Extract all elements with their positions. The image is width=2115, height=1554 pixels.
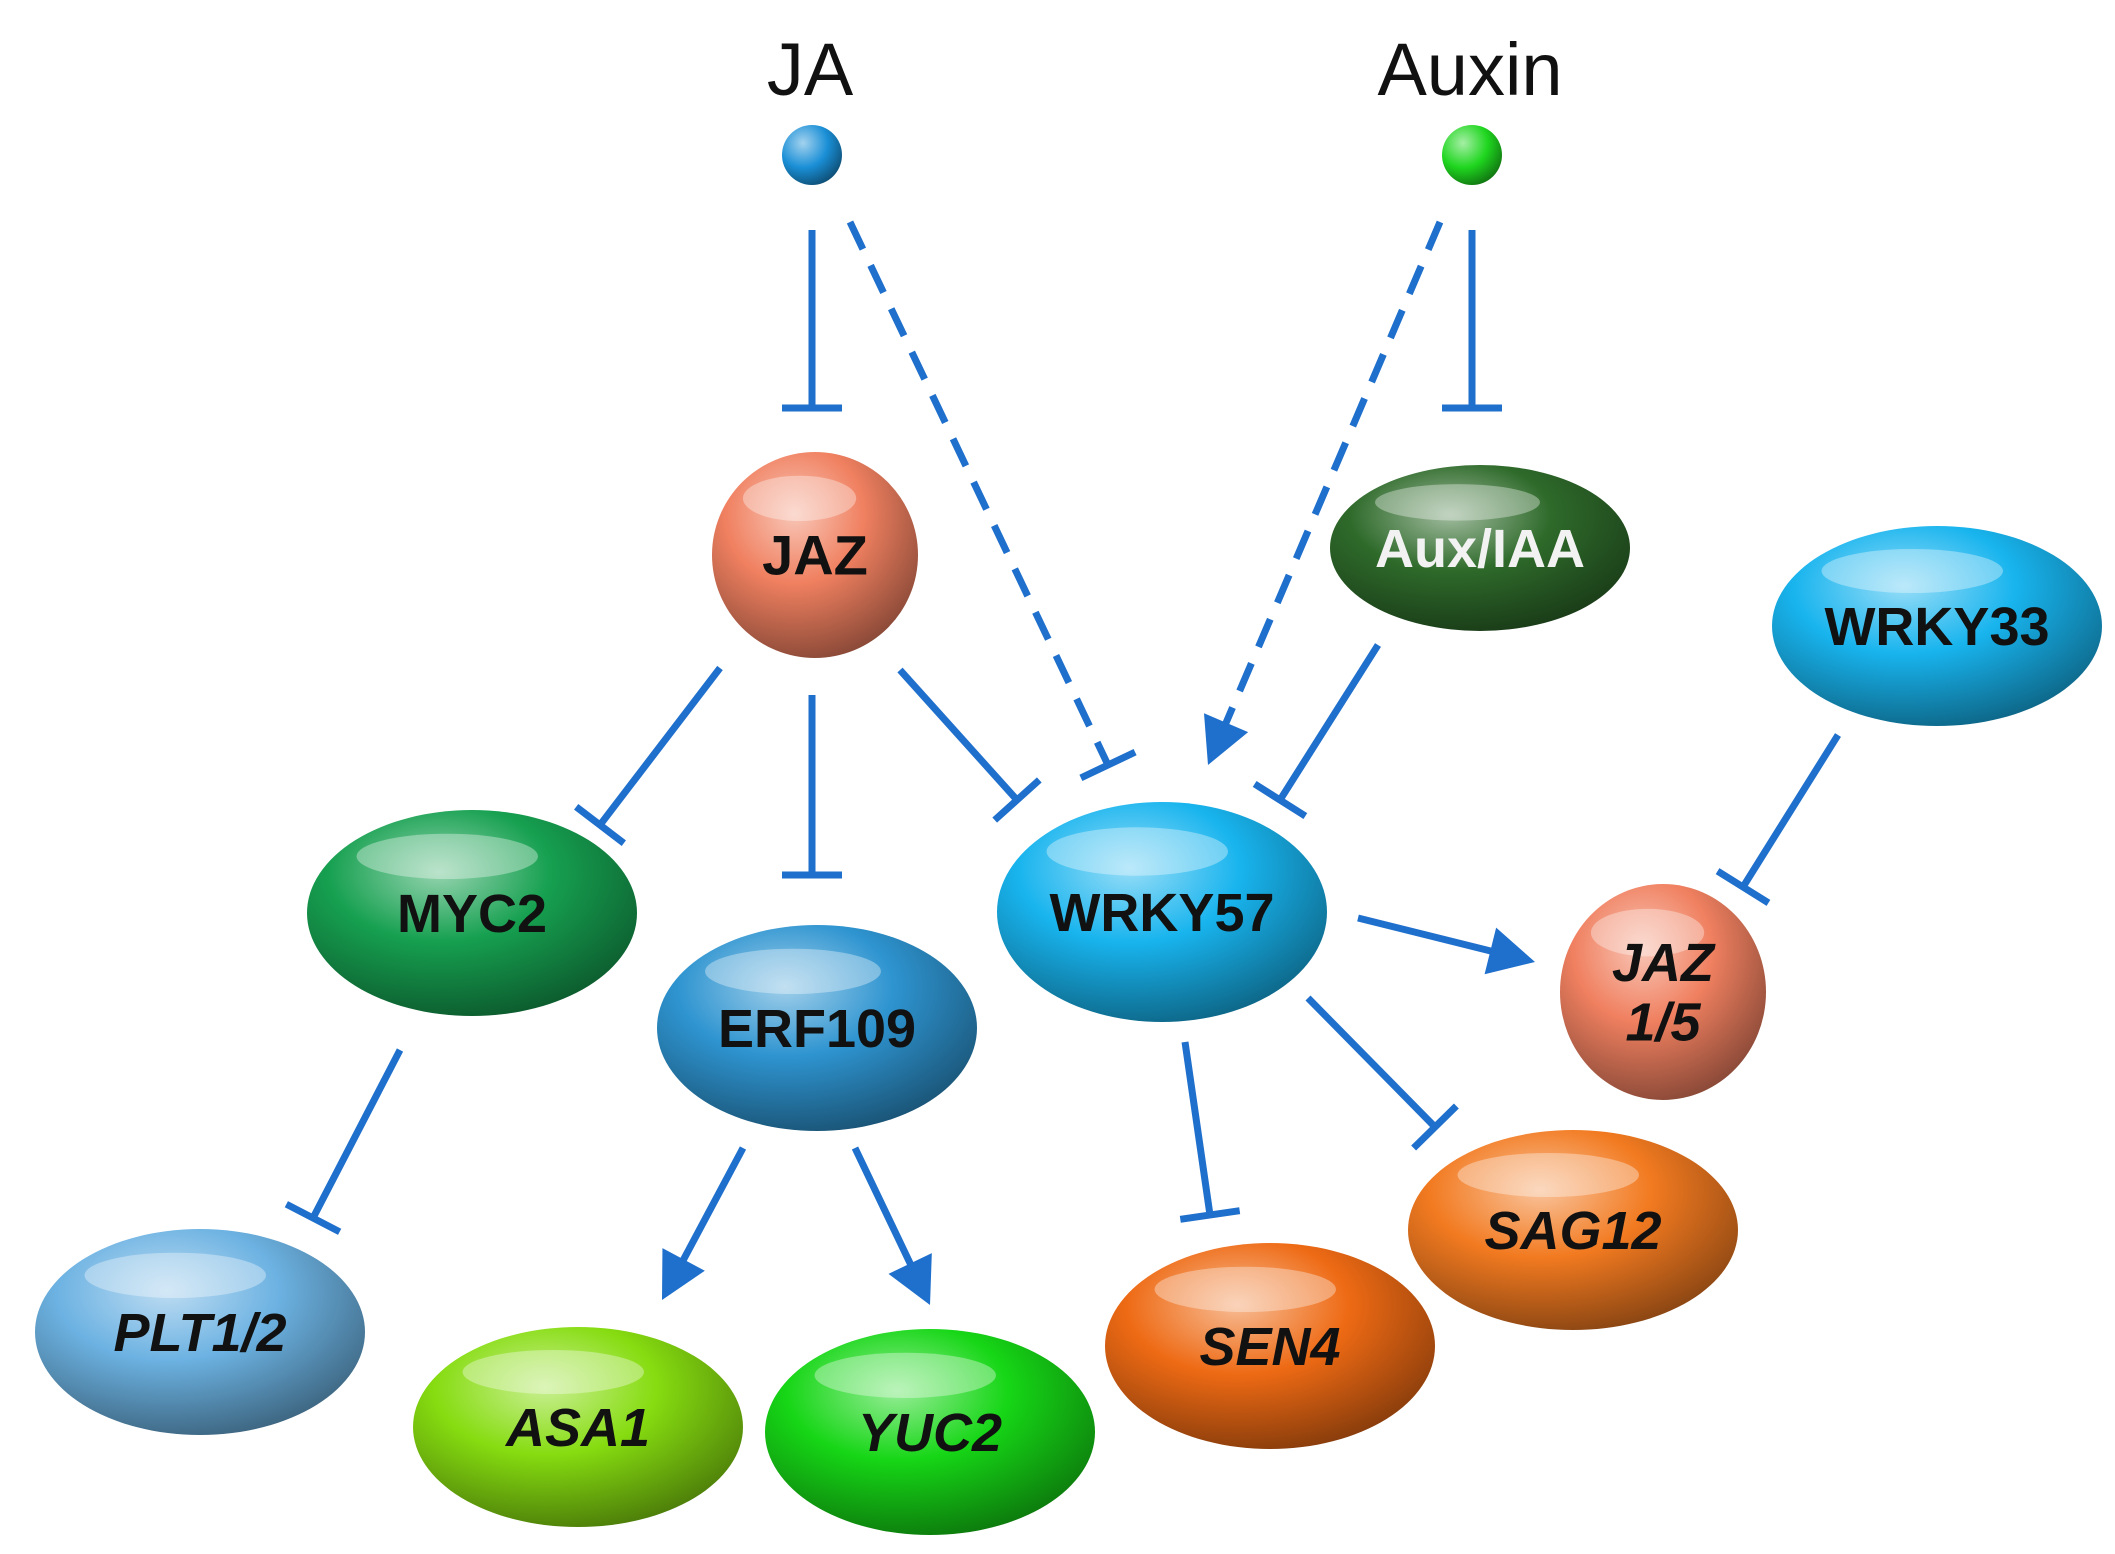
edge-erf109-to-yuc2: [851, 1146, 932, 1305]
node-erf109: ERF109: [657, 925, 977, 1131]
node-jaz: JAZ: [712, 452, 918, 658]
edge-ja-to-wrky57: [846, 220, 1137, 782]
edge-line: [1181, 1041, 1214, 1216]
inhibit-bar: [1411, 1103, 1459, 1151]
node-label: YUC2: [858, 1403, 1002, 1463]
inhibit-bar: [574, 804, 626, 846]
edge-line: [1305, 995, 1438, 1130]
node-myc2: MYC2: [307, 810, 637, 1016]
edge-auxiaa-to-wrky57: [1252, 643, 1381, 819]
node-label: WRKY57: [1049, 883, 1274, 943]
node-wrky33: WRKY33: [1772, 526, 2102, 726]
node-shape: [1772, 526, 2102, 726]
edge-jaz-to-erf109: [782, 695, 842, 879]
node-label: WRKY33: [1824, 597, 2049, 657]
edge-line: [1357, 914, 1498, 956]
edge-line: [677, 1146, 747, 1267]
inhibit-bar: [1179, 1207, 1241, 1223]
node-highlight: [1457, 1153, 1639, 1197]
edge-line: [597, 665, 723, 828]
inhibit-bar: [1715, 868, 1771, 906]
edge-line: [1740, 733, 1841, 889]
node-shape: [657, 925, 977, 1131]
node-highlight: [742, 475, 857, 522]
node-shape: [712, 452, 918, 658]
arrow-head: [1204, 713, 1249, 765]
node-shape: [1408, 1130, 1738, 1330]
edge-wrky57-to-jaz15: [1357, 914, 1535, 975]
node-sen4: SEN4: [1105, 1243, 1435, 1449]
signal-label: JA: [767, 28, 854, 111]
node-shape: [1560, 884, 1766, 1100]
node-highlight: [1154, 1266, 1336, 1313]
node-shape: [765, 1329, 1095, 1535]
inhibit-bar: [992, 777, 1042, 823]
node-highlight: [356, 833, 538, 880]
inhibit-bar: [1252, 781, 1308, 819]
edge-ja-to-jaz: [782, 230, 842, 412]
edge-jaz-to-wrky57: [897, 667, 1042, 823]
node-shape: [35, 1229, 365, 1435]
node-highlight: [814, 1352, 996, 1399]
signal-label: Auxin: [1377, 28, 1562, 111]
node-label: JAZ: [762, 524, 868, 587]
node-auxiaa: Aux/IAA: [1330, 465, 1630, 631]
edge-auxin-to-wrky57: [1204, 220, 1444, 765]
node-sag12: SAG12: [1408, 1130, 1738, 1330]
edge-wrky57-to-sen4: [1179, 1041, 1241, 1223]
signal-dot: [1442, 125, 1502, 185]
edges-layer: [284, 220, 1841, 1305]
inhibit-bar: [1079, 748, 1137, 782]
node-highlight: [1375, 484, 1540, 521]
node-shape: [307, 810, 637, 1016]
node-shape: [413, 1327, 743, 1527]
edge-auxin-to-auxiaa: [1442, 230, 1502, 412]
edge-line: [1277, 643, 1381, 802]
node-label: 1/5: [1625, 993, 1701, 1053]
signal-auxin: Auxin: [1377, 28, 1563, 185]
edge-line: [897, 667, 1020, 803]
node-label: JAZ: [1612, 933, 1716, 993]
edge-jaz-to-myc2: [574, 665, 723, 846]
edge-myc2-to-plt12: [284, 1048, 404, 1235]
edge-line: [1220, 220, 1444, 730]
node-label: MYC2: [397, 884, 547, 944]
node-plt12: PLT1/2: [35, 1229, 365, 1435]
node-asa1: ASA1: [413, 1327, 743, 1527]
node-shape: [1105, 1243, 1435, 1449]
node-yuc2: YUC2: [765, 1329, 1095, 1535]
node-highlight: [1046, 827, 1228, 876]
node-highlight: [1590, 908, 1705, 957]
arrow-head: [1484, 927, 1535, 975]
node-highlight: [1821, 549, 2003, 593]
node-label: SEN4: [1199, 1317, 1340, 1377]
node-label: Aux/IAA: [1375, 519, 1585, 579]
node-label: ERF109: [718, 999, 916, 1059]
edge-wrky57-to-sag12: [1305, 995, 1459, 1151]
node-label: ASA1: [504, 1398, 650, 1458]
edge-line: [851, 1146, 916, 1271]
signals-layer: JA Auxin: [767, 28, 1563, 185]
node-highlight: [462, 1350, 644, 1394]
edge-line: [309, 1048, 404, 1220]
arrow-head: [888, 1253, 932, 1305]
node-label: PLT1/2: [113, 1303, 286, 1363]
node-shape: [1330, 465, 1630, 631]
edge-line: [846, 220, 1112, 767]
inhibit-bar: [284, 1201, 342, 1235]
edge-wrky33-to-jaz15: [1715, 733, 1841, 906]
node-label: SAG12: [1484, 1201, 1661, 1261]
node-shape: [997, 802, 1327, 1022]
edge-erf109-to-asa1: [662, 1146, 747, 1300]
node-highlight: [84, 1252, 266, 1299]
node-wrky57: WRKY57: [997, 802, 1327, 1022]
arrow-head: [662, 1248, 705, 1300]
signal-ja: JA: [767, 28, 854, 185]
node-highlight: [705, 948, 881, 995]
signal-dot: [782, 125, 842, 185]
